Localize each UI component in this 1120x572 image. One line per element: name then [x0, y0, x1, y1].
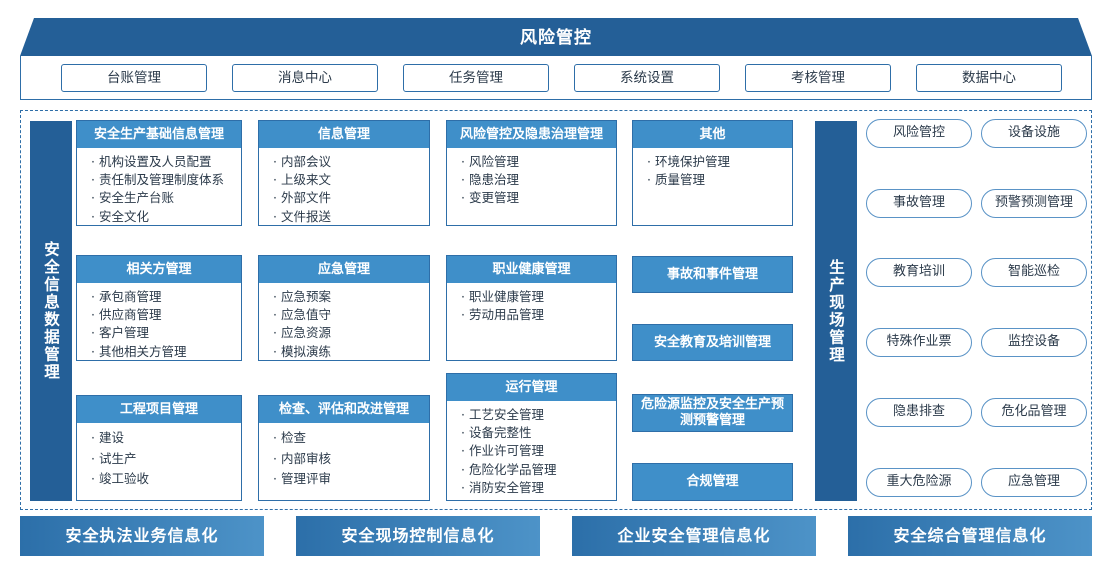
module-title: 信息管理: [259, 121, 429, 148]
module-title: 运行管理: [447, 374, 616, 401]
nav-data-center-button[interactable]: 数据中心: [916, 64, 1062, 92]
module-other[interactable]: 其他 环境保护管理 质量管理: [632, 120, 793, 226]
top-nav-bar: 台账管理 消息中心 任务管理 系统设置 考核管理 数据中心: [20, 56, 1092, 100]
module-item[interactable]: 内部审核: [273, 449, 429, 470]
right-panel-text: 生产现场管理: [827, 258, 845, 364]
module-item[interactable]: 承包商管理: [91, 288, 241, 306]
module-item[interactable]: 职业健康管理: [461, 288, 616, 306]
bottom-enterprise-button[interactable]: 企业安全管理信息化: [572, 516, 816, 556]
module-item[interactable]: 外部文件: [273, 189, 429, 207]
field-risk-control-pill[interactable]: 风险管控: [866, 119, 972, 148]
module-item[interactable]: 安全文化: [91, 208, 241, 226]
field-monitor-device-pill[interactable]: 监控设备: [981, 328, 1087, 357]
left-panel-text: 安全信息数据管理: [42, 241, 60, 381]
module-item[interactable]: 质量管理: [647, 171, 792, 189]
module-item[interactable]: 危险化学品管理: [461, 461, 616, 479]
module-item[interactable]: 作业许可管理: [461, 442, 616, 460]
module-title: 应急管理: [259, 256, 429, 283]
module-title: 安全生产基础信息管理: [77, 121, 241, 148]
field-major-hazard-pill[interactable]: 重大危险源: [866, 468, 972, 497]
module-title: 检查、评估和改进管理: [259, 396, 429, 423]
module-accident-events[interactable]: 事故和事件管理: [632, 256, 793, 293]
module-item[interactable]: 劳动用品管理: [461, 306, 616, 324]
field-chemicals-pill[interactable]: 危化品管理: [981, 398, 1087, 427]
module-item[interactable]: 风险管理: [461, 153, 616, 171]
module-item[interactable]: 安全生产台账: [91, 189, 241, 207]
module-related-party[interactable]: 相关方管理 承包商管理 供应商管理 客户管理 其他相关方管理: [76, 255, 242, 361]
module-item[interactable]: 责任制及管理制度体系: [91, 171, 241, 189]
module-item[interactable]: 检查: [273, 428, 429, 449]
module-item[interactable]: 供应商管理: [91, 306, 241, 324]
module-title: 其他: [633, 121, 792, 148]
left-panel-label: 安全信息数据管理: [30, 121, 72, 501]
module-item[interactable]: 应急值守: [273, 306, 429, 324]
module-item[interactable]: 内部会议: [273, 153, 429, 171]
module-item[interactable]: 隐患治理: [461, 171, 616, 189]
module-risk-hazard[interactable]: 风险管控及隐患治理管理 风险管理 隐患治理 变更管理: [446, 120, 617, 226]
module-item[interactable]: 环境保护管理: [647, 153, 792, 171]
module-item[interactable]: 上级来文: [273, 171, 429, 189]
module-title: 职业健康管理: [447, 256, 616, 283]
module-inspection-evaluation[interactable]: 检查、评估和改进管理 检查 内部审核 管理评审: [258, 395, 430, 501]
module-item[interactable]: 消防安全管理: [461, 479, 616, 497]
right-panel-label: 生产现场管理: [815, 121, 857, 501]
field-hazard-check-pill[interactable]: 隐患排查: [866, 398, 972, 427]
module-item[interactable]: 设备完整性: [461, 424, 616, 442]
bottom-field-control-button[interactable]: 安全现场控制信息化: [296, 516, 540, 556]
module-emergency[interactable]: 应急管理 应急预案 应急值守 应急资源 模拟演练: [258, 255, 430, 361]
module-title: 工程项目管理: [77, 396, 241, 423]
module-information[interactable]: 信息管理 内部会议 上级来文 外部文件 文件报送: [258, 120, 430, 226]
module-basic-info[interactable]: 安全生产基础信息管理 机构设置及人员配置 责任制及管理制度体系 安全生产台账 安…: [76, 120, 242, 226]
nav-system-settings-button[interactable]: 系统设置: [574, 64, 720, 92]
module-item[interactable]: 应急资源: [273, 324, 429, 342]
header-roof-shape: [20, 18, 1092, 56]
bottom-integrated-button[interactable]: 安全综合管理信息化: [848, 516, 1092, 556]
module-safety-training[interactable]: 安全教育及培训管理: [632, 324, 793, 361]
module-item[interactable]: 变更管理: [461, 189, 616, 207]
module-title: 相关方管理: [77, 256, 241, 283]
module-operation[interactable]: 运行管理 工艺安全管理 设备完整性 作业许可管理 危险化学品管理 消防安全管理: [446, 373, 617, 501]
field-accident-pill[interactable]: 事故管理: [866, 189, 972, 218]
module-engineering-project[interactable]: 工程项目管理 建设 试生产 竣工验收: [76, 395, 242, 501]
module-hazard-monitoring[interactable]: 危险源监控及安全生产预测预警管理: [632, 394, 793, 432]
field-warning-pill[interactable]: 预警预测管理: [981, 189, 1087, 218]
module-item[interactable]: 文件报送: [273, 208, 429, 226]
bottom-enforcement-button[interactable]: 安全执法业务信息化: [20, 516, 264, 556]
nav-message-center-button[interactable]: 消息中心: [232, 64, 378, 92]
module-item[interactable]: 管理评审: [273, 469, 429, 490]
module-occupational-health[interactable]: 职业健康管理 职业健康管理 劳动用品管理: [446, 255, 617, 361]
nav-task-button[interactable]: 任务管理: [403, 64, 549, 92]
field-emergency-pill[interactable]: 应急管理: [981, 468, 1087, 497]
module-item[interactable]: 机构设置及人员配置: [91, 153, 241, 171]
module-item[interactable]: 竣工验收: [91, 469, 241, 490]
module-item[interactable]: 试生产: [91, 449, 241, 470]
module-item[interactable]: 建设: [91, 428, 241, 449]
module-compliance[interactable]: 合规管理: [632, 463, 793, 501]
field-education-pill[interactable]: 教育培训: [866, 258, 972, 287]
nav-assessment-button[interactable]: 考核管理: [745, 64, 891, 92]
nav-ledger-button[interactable]: 台账管理: [61, 64, 207, 92]
field-equipment-pill[interactable]: 设备设施: [981, 119, 1087, 148]
module-item[interactable]: 模拟演练: [273, 343, 429, 361]
header-title: 风险管控: [520, 28, 592, 48]
module-title: 风险管控及隐患治理管理: [447, 121, 616, 148]
module-item[interactable]: 其他相关方管理: [91, 343, 241, 361]
field-special-work-pill[interactable]: 特殊作业票: [866, 328, 972, 357]
module-item[interactable]: 工艺安全管理: [461, 406, 616, 424]
module-item[interactable]: 客户管理: [91, 324, 241, 342]
header-banner: 风险管控: [20, 18, 1092, 56]
field-patrol-pill[interactable]: 智能巡检: [981, 258, 1087, 287]
module-item[interactable]: 应急预案: [273, 288, 429, 306]
main-container: [20, 110, 1092, 510]
